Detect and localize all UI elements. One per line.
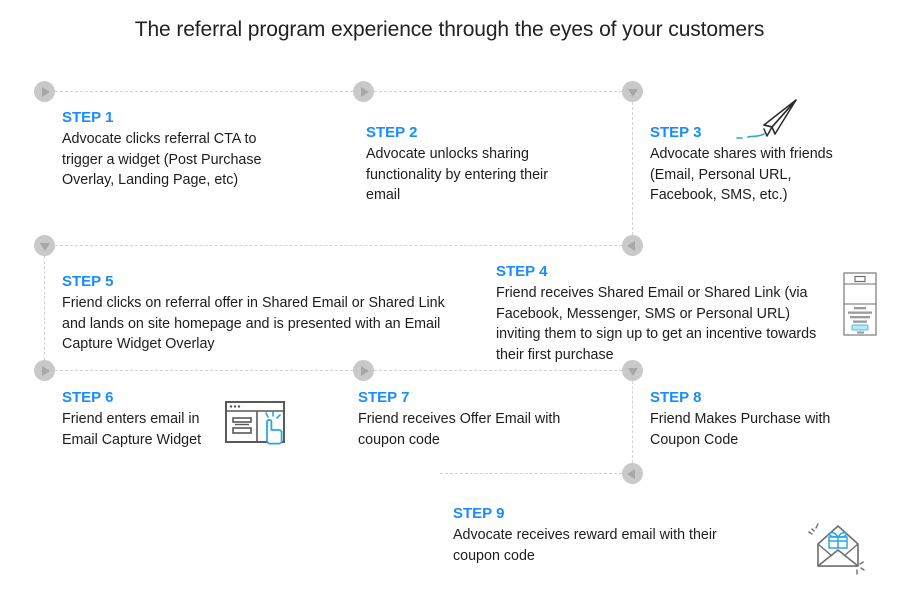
step-block-8: STEP 8 Friend Makes Purchase with Coupon… (650, 388, 860, 450)
step-body-7: Friend receives Offer Email with coupon … (358, 411, 561, 448)
step-marker-1 (34, 81, 55, 102)
step-body-1: Advocate clicks referral CTA to trigger … (62, 131, 262, 188)
step-body-3: Advocate shares with friends (Email, Per… (650, 146, 833, 203)
reward-envelope-icon (808, 518, 870, 580)
step-body-4: Friend receives Shared Email or Shared L… (496, 285, 817, 363)
connector-row3-right (374, 370, 622, 371)
step-marker-7 (353, 360, 374, 381)
step-label-3: STEP 3 (650, 124, 702, 141)
step-body-2: Advocate unlocks sharing functionality b… (366, 146, 548, 203)
step-marker-5 (34, 235, 55, 256)
step-block-7: STEP 7 Friend receives Offer Email with … (358, 388, 573, 450)
step-marker-2 (353, 81, 374, 102)
step-label-9: STEP 9 (453, 505, 505, 522)
step-body-5: Friend clicks on referral offer in Share… (62, 295, 445, 352)
step-block-6: STEP 6 Friend enters email in Email Capt… (62, 388, 222, 450)
page-title: The referral program experience through … (134, 18, 765, 41)
arrow-right-icon (361, 365, 369, 376)
connector-col-right-upper (632, 102, 633, 235)
step-marker-4 (622, 235, 643, 256)
mobile-phone-icon (842, 271, 886, 339)
step-body-9: Advocate receives reward email with thei… (453, 527, 717, 564)
step-block-1: STEP 1 Advocate clicks referral CTA to t… (62, 108, 292, 191)
step-label-6: STEP 6 (62, 389, 114, 406)
step-label-1: STEP 1 (62, 109, 114, 126)
step-label-4: STEP 4 (496, 263, 548, 280)
arrow-down-icon (627, 368, 638, 376)
connector-row3-left (55, 370, 353, 371)
step-marker-9 (622, 463, 643, 484)
arrow-left-icon (627, 240, 635, 251)
step-block-2: STEP 2 Advocate unlocks sharing function… (366, 123, 576, 206)
connector-row2 (55, 245, 622, 246)
connector-row1-left (55, 91, 353, 92)
arrow-down-icon (39, 243, 50, 251)
connector-col-left (44, 256, 45, 360)
connector-col-right-lower (632, 381, 633, 463)
step-body-6: Friend enters email in Email Capture Wid… (62, 411, 202, 448)
step-label-2: STEP 2 (366, 124, 418, 141)
paper-plane-icon (734, 96, 806, 144)
arrow-right-icon (42, 365, 50, 376)
step-block-5: STEP 5 Friend clicks on referral offer i… (62, 272, 457, 355)
step-label-5: STEP 5 (62, 273, 114, 290)
arrow-right-icon (42, 86, 50, 97)
step-body-8: Friend Makes Purchase with Coupon Code (650, 411, 831, 448)
step-label-8: STEP 8 (650, 389, 702, 406)
step-marker-8 (622, 360, 643, 381)
step-block-3: STEP 3 Advocate shares with friends (Ema… (650, 123, 855, 206)
connector-row1-right (374, 91, 622, 92)
step-block-4: STEP 4 Friend receives Shared Email or S… (496, 262, 821, 365)
arrow-left-icon (627, 468, 635, 479)
step-label-7: STEP 7 (358, 389, 410, 406)
step-marker-6 (34, 360, 55, 381)
connector-row4 (440, 473, 622, 474)
arrow-right-icon (361, 86, 369, 97)
arrow-down-icon (627, 89, 638, 97)
step-marker-3 (622, 81, 643, 102)
step-block-9: STEP 9 Advocate receives reward email wi… (453, 504, 753, 566)
email-capture-widget-icon (224, 399, 294, 449)
